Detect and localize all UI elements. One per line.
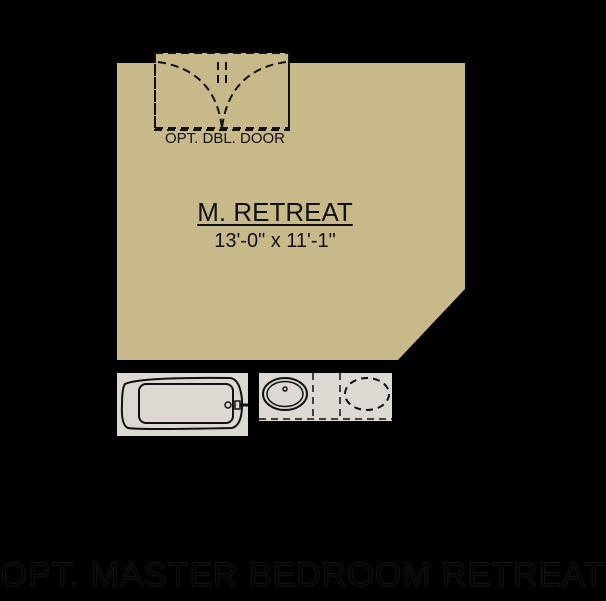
- door-label: OPT. DBL. DOOR: [164, 130, 286, 147]
- optional-sink-icon: [344, 377, 390, 411]
- room-area: [117, 63, 465, 360]
- double-door-icon: [154, 52, 290, 131]
- vanity-icon: [259, 373, 392, 421]
- plan-title: OPT. MASTER BEDROOM RETREAT: [0, 556, 606, 595]
- room-dimensions: 13'-0" x 11'-1": [214, 230, 336, 252]
- room-name: M. RETREAT: [197, 197, 353, 227]
- bathtub-icon: [117, 373, 248, 436]
- sink-icon: [262, 377, 308, 411]
